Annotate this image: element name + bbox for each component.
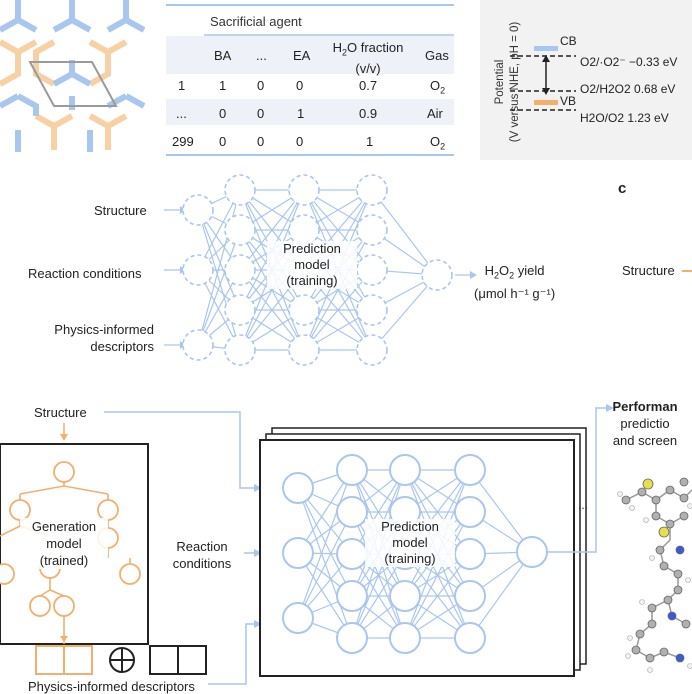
h2o-unit: (v/v) <box>355 61 380 76</box>
screening-model-label: Prediction model (training) <box>365 519 455 567</box>
h2o-rest: O fraction <box>347 40 403 55</box>
cell: ... <box>176 106 187 121</box>
band-energy-diagram: Potential (V versus NHE, pH = 0) CB VB O… <box>480 0 692 160</box>
performance-label: Performan predictio and screen <box>598 398 692 449</box>
level-o2-superoxide: O2/·O2⁻ −0.33 eV <box>580 55 677 69</box>
cb-label: CB <box>560 34 577 48</box>
cell: 1 <box>178 78 185 93</box>
cell: 0.9 <box>359 106 377 121</box>
reaction-conditions-label: Reaction conditions <box>164 538 240 572</box>
cell: 1 <box>297 106 304 121</box>
cell-gas: O2 <box>430 78 445 96</box>
cell: 0 <box>257 78 264 93</box>
energy-levels <box>480 0 692 160</box>
stack-ellipsis: ... <box>578 498 588 512</box>
training-input-structure: Structure <box>94 203 147 218</box>
col-header-ea: EA <box>293 48 310 63</box>
cell: 0 <box>296 78 303 93</box>
panel-c-arrow <box>682 270 692 272</box>
cell: 1 <box>366 134 373 149</box>
descriptors-label: Physics-informed descriptors <box>28 679 195 694</box>
table-row: 1 1 0 0 0.7 O2 <box>166 78 454 98</box>
table-row: ... 0 0 1 0.9 Air <box>166 106 454 126</box>
table-row: 299 0 0 0 1 O2 <box>166 134 454 154</box>
cell-gas: O2 <box>430 134 445 152</box>
cell: 0 <box>219 106 226 121</box>
col-header-ba: BA <box>214 48 231 63</box>
col-header-ellipsis: ... <box>256 48 267 63</box>
col-header-gas: Gas <box>425 48 449 63</box>
training-model-label: Prediction model (training) <box>267 241 357 289</box>
cell: 0.7 <box>359 78 377 93</box>
col-header-h2o-fraction: H2O fraction (v/v) <box>332 40 404 76</box>
dataset-table: Sacrificial agent BA ... EA H2O fraction… <box>166 0 454 160</box>
honeycomb-lattice <box>0 0 150 160</box>
training-output-label: H2O2 yield (μmol h⁻¹ g⁻¹) <box>474 262 555 302</box>
level-h2o-o2: H2O/O2 1.23 eV <box>580 111 669 125</box>
generation-model-label: Generation model (trained) <box>20 518 108 569</box>
sacrificial-agent-header: Sacrificial agent <box>210 14 302 29</box>
training-input-reaction: Reaction conditions <box>28 266 141 281</box>
panel-c-label: c <box>618 180 626 197</box>
cell: 0 <box>257 134 264 149</box>
cell: Air <box>427 106 443 121</box>
panel-c-structure: Structure <box>622 263 675 278</box>
cell: 1 <box>219 78 226 93</box>
h2o-h: H <box>333 40 342 55</box>
cell: 0 <box>296 134 303 149</box>
level-o2-h2o2: O2/H2O2 0.68 eV <box>580 82 675 96</box>
cell: 0 <box>219 134 226 149</box>
cell: 0 <box>257 106 264 121</box>
cell: 299 <box>172 134 194 149</box>
vb-label: VB <box>560 94 576 108</box>
